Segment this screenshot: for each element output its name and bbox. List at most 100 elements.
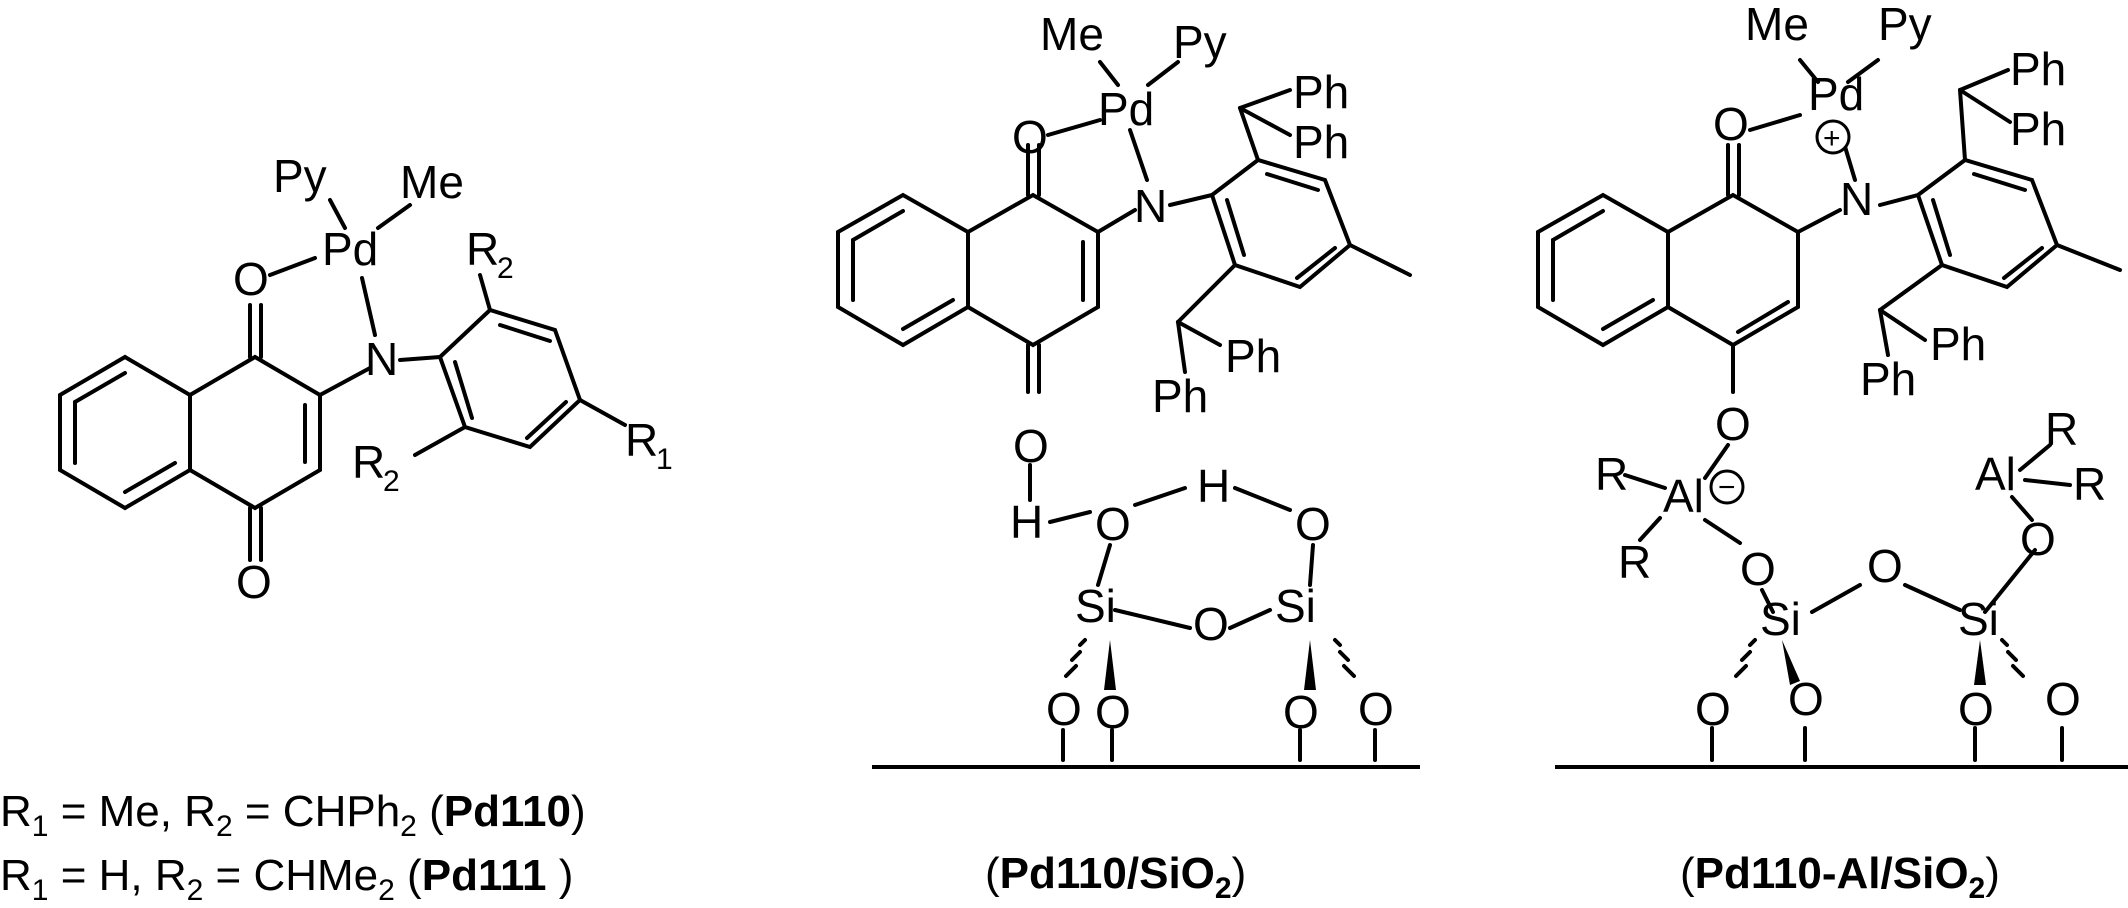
s3-o-enol-label: O	[1715, 398, 1751, 450]
s3-al-o1	[1703, 518, 1742, 545]
s2-h2-o2	[1233, 486, 1292, 512]
s2-o-s3-label: O	[1283, 686, 1319, 738]
s3-me-label: Me	[1745, 0, 1809, 50]
s3-n-label: N	[1840, 173, 1873, 225]
s3-si1-label: Si	[1760, 593, 1801, 645]
s2-pd-py	[1146, 60, 1180, 87]
s2-aryl-double-3	[1225, 198, 1246, 257]
s1-benzene-ring	[58, 354, 192, 511]
s2-si1-hash	[1064, 638, 1087, 678]
s2-o2-si2	[1308, 543, 1315, 587]
s2-py-label: Py	[1173, 16, 1227, 68]
structure-2-pd110-sio2: Me Py Pd O N Ph Ph Ph Ph O H H O O Si Si…	[836, 8, 1420, 905]
s2-o-s2-label: O	[1095, 686, 1131, 738]
s3-ph1-label: Ph	[2010, 43, 2066, 95]
s2-o1-si1	[1096, 543, 1112, 587]
s1-py-label: Py	[273, 150, 327, 202]
s3-ph2-label: Ph	[2010, 103, 2066, 155]
s3-ph4-label: Ph	[1860, 353, 1916, 405]
s1-benzene-double-3	[123, 461, 177, 494]
s2-me-label: Me	[1040, 8, 1104, 60]
s3-r2-label: R	[1618, 536, 1651, 588]
s3-pd-py	[1846, 58, 1880, 84]
s2-benzene-double-1	[851, 209, 905, 242]
s3-o-pd	[1748, 113, 1802, 132]
s2-si1-obridge	[1113, 608, 1192, 630]
s3-ph3-label: Ph	[1930, 318, 1986, 370]
s1-pd-label: Pd	[322, 223, 378, 275]
s3-plus-charge-circle	[1815, 119, 1851, 155]
s3-benzene-double-1	[1551, 209, 1605, 242]
s2-n-aryl	[1168, 193, 1214, 207]
s1-r2-top-bond	[478, 273, 492, 312]
s2-pd-me	[1098, 60, 1120, 87]
s1-r1-label: R	[625, 414, 658, 466]
s3-pd-me	[1798, 58, 1820, 84]
s1-o-bottom-label: O	[236, 556, 272, 608]
s1-aryl-double-3	[453, 360, 474, 420]
s2-ph4-label: Ph	[1152, 370, 1208, 422]
s3-pd-label: Pd	[1808, 68, 1864, 120]
s2-aryl-double-1	[1265, 172, 1320, 192]
s3-oenol-al	[1703, 443, 1730, 480]
structure-3-pd110-al-sio2: Me Py Pd + O N Ph Ph Ph Ph O R Al − R O …	[1536, 0, 2128, 905]
s3-caption: (Pd110-Al/SiO2)	[1680, 849, 2000, 905]
s1-r2-top-sub: 2	[497, 252, 514, 285]
s1-n-pd	[360, 276, 377, 337]
s2-ch-top	[1238, 106, 1260, 162]
s1-r2-bottom-label: R	[352, 436, 385, 488]
s2-ch-bottom	[1176, 263, 1237, 324]
s3-o-bridge-label: O	[1867, 540, 1903, 592]
s3-o-s1-label: O	[1695, 683, 1731, 735]
s3-ch-top	[1958, 88, 1967, 162]
s3-o-pd-label: O	[1713, 98, 1749, 150]
s3-c-n	[1796, 208, 1842, 234]
s2-h2-label: H	[1197, 460, 1230, 512]
s3-py-label: Py	[1878, 0, 1932, 50]
s2-c-n	[1096, 208, 1137, 234]
s3-ph4-bond	[1878, 308, 1890, 357]
structure-1-pd-complex: Py Me Pd O N O R 2 R 2 R 1	[58, 150, 673, 608]
s3-o-s4-label: O	[2045, 673, 2081, 725]
s1-r2-bottom-sub: 2	[383, 465, 400, 498]
s2-si2-hash	[1333, 638, 1356, 678]
s3-benzene-double-3	[1601, 298, 1655, 331]
s3-al1-label: Al	[1663, 470, 1704, 522]
s2-ph3-bond	[1176, 320, 1222, 347]
s3-r1-label: R	[1595, 448, 1628, 500]
s2-si1-label: Si	[1075, 580, 1116, 632]
s2-o-s4-label: O	[1358, 683, 1394, 735]
s2-benzene-ring	[836, 192, 970, 348]
s2-o-si2-label: O	[1295, 498, 1331, 550]
s1-c-n	[318, 366, 372, 397]
s3-obridge-si2	[1903, 583, 1962, 612]
s1-r2-top-label: R	[466, 223, 499, 275]
legend-line-pd110: R1 = Me, R2 = CHPh2 (Pd110)	[0, 787, 586, 843]
s2-h1-label: H	[1010, 496, 1043, 548]
s1-pd-py	[328, 198, 347, 230]
s3-si1-obridge	[1810, 583, 1862, 614]
s3-plus-charge: +	[1823, 122, 1841, 155]
s3-benzene-ring	[1536, 192, 1670, 348]
s1-n-aryl	[398, 355, 442, 362]
s3-si1-hash	[1734, 638, 1757, 678]
s1-r2-bottom-bond	[413, 425, 467, 457]
s2-o-bottom-label: O	[1013, 420, 1049, 472]
s2-ph3-label: Ph	[1225, 330, 1281, 382]
s3-minus-charge: −	[1718, 471, 1736, 504]
s2-obridge-si2	[1228, 608, 1272, 630]
s3-si1-wedge	[1782, 640, 1800, 685]
s3-o-s3-label: O	[1958, 683, 1994, 735]
s2-quinone-ring	[966, 192, 1100, 348]
s2-o1-h2	[1133, 486, 1187, 507]
s3-methyl	[2055, 243, 2122, 272]
s1-o-pd	[268, 256, 317, 277]
s1-r1-bond	[578, 398, 627, 427]
s1-r1-sub: 1	[656, 443, 673, 476]
s3-aryl-double-1	[1972, 172, 2027, 192]
s1-n-label: N	[365, 333, 398, 385]
s2-caption: (Pd110/SiO2)	[985, 849, 1246, 905]
s2-si1-wedge	[1104, 640, 1116, 690]
s3-ch-bottom	[1878, 263, 1944, 312]
s2-si2-wedge	[1304, 640, 1316, 690]
